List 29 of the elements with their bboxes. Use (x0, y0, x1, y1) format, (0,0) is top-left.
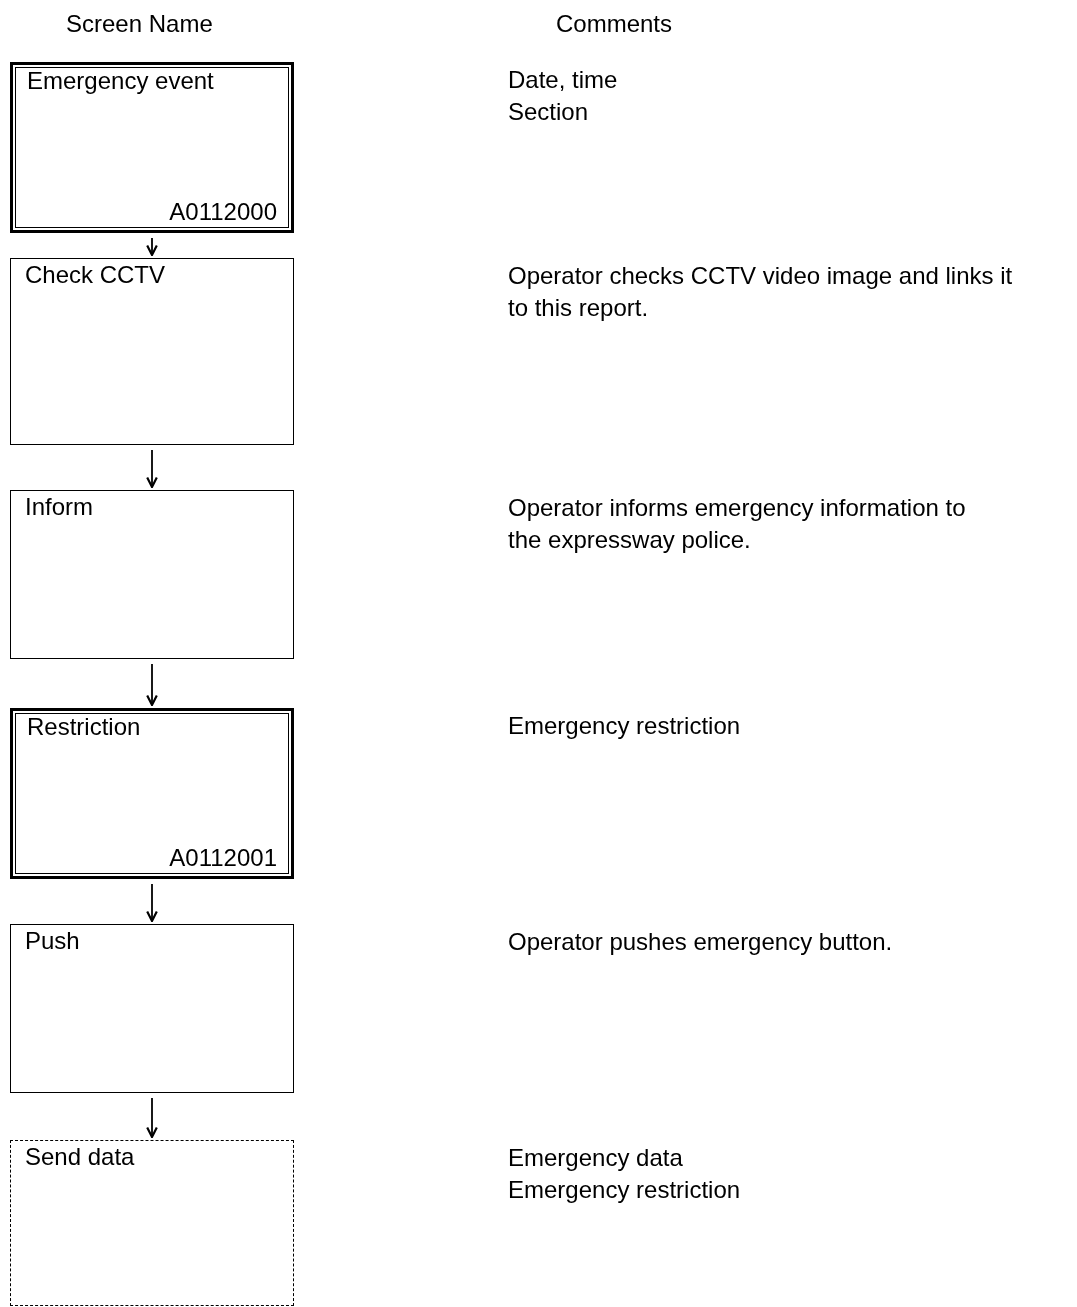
arrow (146, 449, 158, 489)
comment-text: Date, time (508, 65, 619, 95)
comment-text: Operator checks CCTV video image and links it to this report. (508, 261, 1014, 323)
arrow (146, 237, 158, 257)
arrow (146, 1097, 158, 1139)
arrow (146, 663, 158, 707)
comment-text: Operator informs emergency information to the expressway police. (508, 493, 967, 555)
screen-box (10, 258, 294, 445)
screen-name: Check CCTV (25, 261, 166, 289)
arrow (146, 883, 158, 923)
screen-name: Inform (25, 493, 93, 521)
screen-box (10, 490, 294, 659)
screen-box (10, 1140, 294, 1306)
comment-text: Emergency restriction (508, 711, 742, 741)
screen-box (10, 924, 294, 1093)
comment-text: Emergency data (508, 1143, 684, 1173)
screen-box (10, 708, 294, 879)
column-header: Comments (556, 10, 673, 38)
screen-name: Send data (25, 1143, 135, 1171)
screen-name: Emergency event (27, 67, 214, 95)
screen-box (10, 62, 294, 233)
screen-name: Push (25, 927, 80, 955)
screen-code: A0112000 (169, 198, 277, 226)
comment-text: Section (508, 97, 590, 127)
column-header: Screen Name (66, 10, 213, 38)
comment-text: Operator pushes emergency button. (508, 927, 894, 957)
comment-text: Emergency restriction (508, 1175, 742, 1205)
screen-name: Restriction (27, 713, 141, 741)
screen-code: A0112001 (169, 844, 277, 872)
